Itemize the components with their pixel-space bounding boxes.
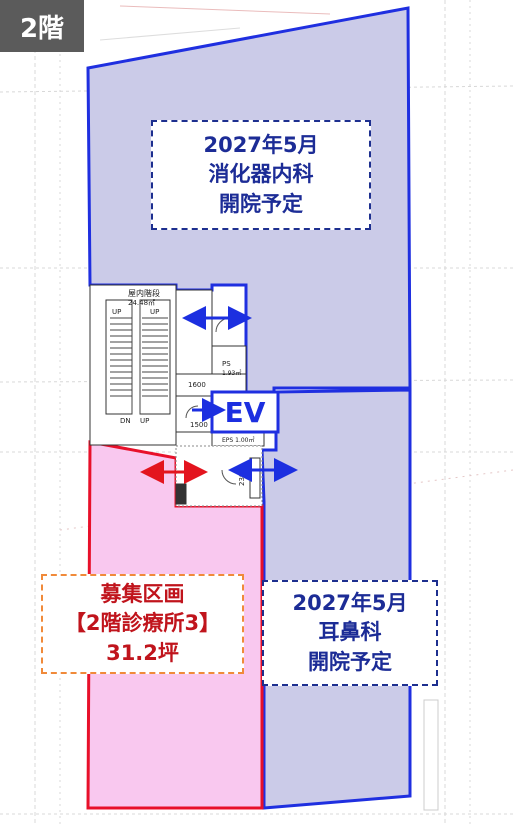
stair-label: 屋内階段 (128, 288, 160, 298)
toilet-dimension: 1500 (190, 421, 208, 429)
recruit-unit-size: 31.2坪 (106, 640, 179, 665)
eps-label: EPS 1.00㎡ (222, 436, 255, 444)
stair-treads-left (110, 317, 132, 397)
gi-clinic-name: 消化器内科 (208, 162, 314, 187)
ent-opening-note: 開院予定 (308, 649, 392, 674)
stair-area: 24.48㎡ (128, 299, 155, 307)
ent-opening-date: 2027年5月 (292, 590, 408, 615)
recruit-title: 募集区画 (100, 581, 185, 606)
gi-opening-note: 開院予定 (219, 191, 303, 216)
stair-treads-right (142, 317, 168, 397)
ps-area: 1.93㎡ (222, 369, 241, 377)
ent-clinic-name: 耳鼻科 (318, 620, 382, 645)
stair-up-left: UP (112, 308, 121, 316)
ps-label: PS (222, 360, 231, 368)
stair-down-left: DN (120, 417, 131, 425)
ev-label: EV (225, 396, 266, 429)
gi-unit-callout: 2027年5月 消化器内科 開院予定 (151, 120, 371, 230)
ev-hall-dimension: 1600 (188, 381, 206, 389)
ent-unit-callout: 2027年5月 耳鼻科 開院予定 (262, 580, 438, 686)
floor-badge: 2階 (0, 0, 84, 52)
recruit-unit-callout: 募集区画 【2階診療所3】 31.2坪 (41, 574, 244, 674)
stair-up-right: UP (150, 308, 159, 316)
stair-up-lower: UP (140, 417, 149, 425)
recruit-unit-name: 【2階診療所3】 (64, 611, 221, 636)
gi-opening-date: 2027年5月 (203, 132, 319, 157)
